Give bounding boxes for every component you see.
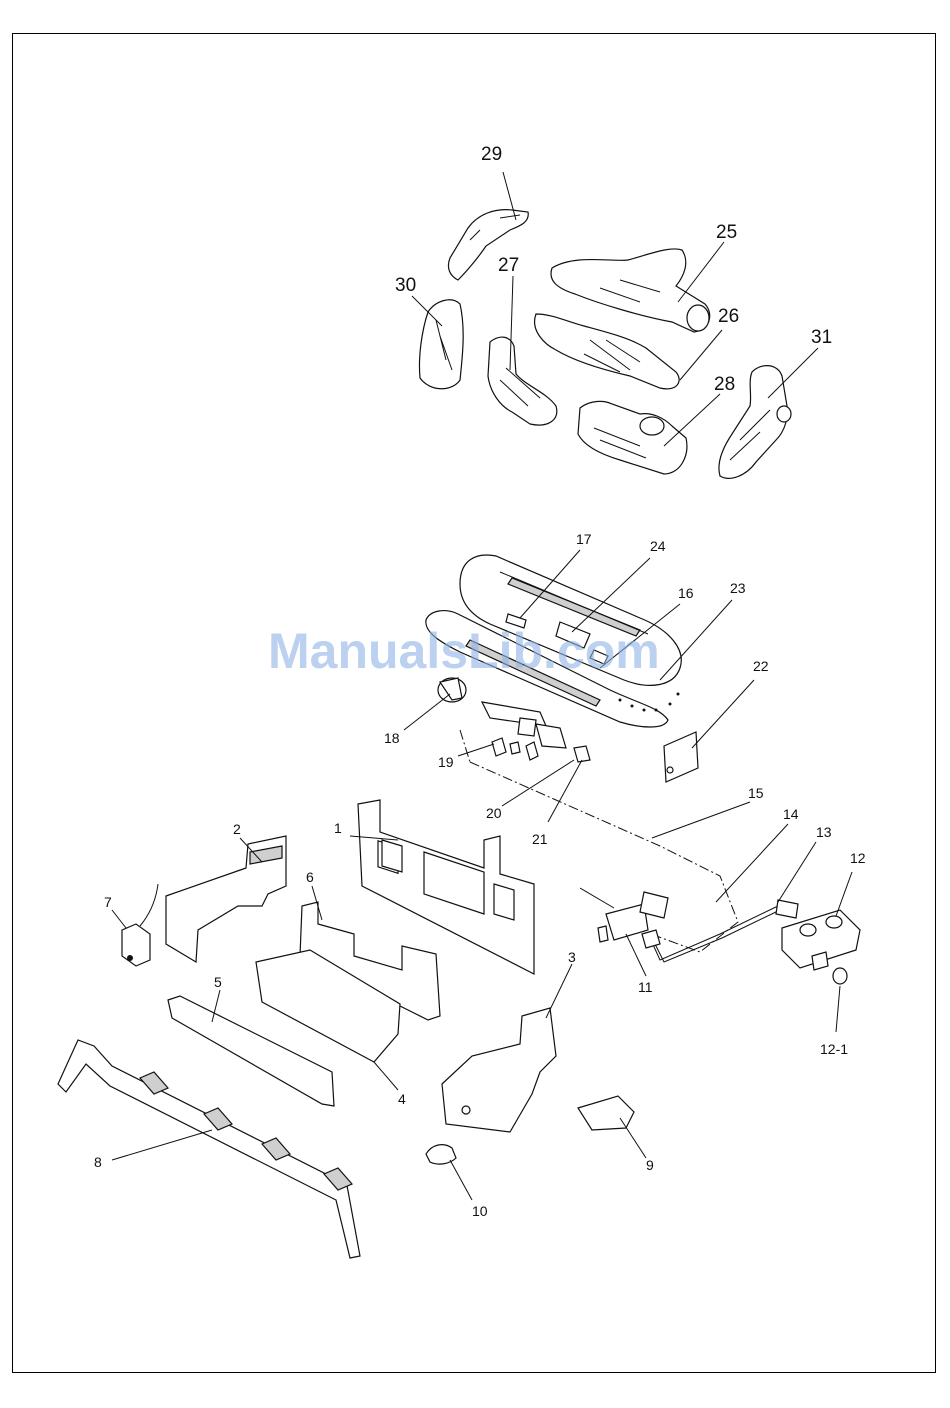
- label-23: 23: [730, 580, 746, 596]
- log-27: [488, 337, 557, 425]
- label-20: 20: [486, 805, 502, 821]
- plate-9: [578, 1096, 634, 1130]
- bracket-7: [122, 884, 158, 966]
- side-bracket-2: [166, 836, 286, 962]
- label-29: 29: [481, 144, 502, 165]
- label-25: 25: [716, 222, 737, 243]
- regulator-12: [782, 910, 860, 970]
- label-12: 12: [850, 850, 866, 866]
- label-9: 9: [646, 1157, 654, 1173]
- fitting-12-1: [833, 968, 847, 984]
- label-27: 27: [498, 255, 519, 276]
- label-16: 16: [678, 585, 694, 601]
- label-28: 28: [714, 374, 735, 395]
- label-4: 4: [398, 1091, 406, 1107]
- label-17: 17: [576, 531, 592, 547]
- label-8: 8: [94, 1154, 102, 1170]
- label-1: 1: [334, 820, 342, 836]
- label-3: 3: [568, 949, 576, 965]
- label-21: 21: [532, 831, 548, 847]
- label-2: 2: [233, 821, 241, 837]
- label-26: 26: [718, 306, 739, 327]
- knob-10: [426, 1145, 456, 1164]
- gas-valve-19: [482, 702, 566, 756]
- label-6: 6: [306, 869, 314, 885]
- log-28: [578, 401, 687, 474]
- side-bracket-3: [442, 1008, 556, 1132]
- label-22: 22: [753, 658, 769, 674]
- label-30: 30: [395, 275, 416, 296]
- air-shutter-18: [438, 678, 466, 702]
- label-19: 19: [438, 754, 454, 770]
- log-26: [535, 314, 680, 389]
- label-11: 11: [638, 979, 653, 995]
- label-15: 15: [748, 785, 764, 801]
- back-panel-1: [358, 800, 534, 974]
- label-10: 10: [472, 1203, 488, 1219]
- watermark: ManualsLib.com: [268, 623, 660, 679]
- label-18: 18: [384, 730, 400, 746]
- plate-22: [664, 732, 698, 782]
- label-31: 31: [811, 327, 832, 348]
- label-14: 14: [783, 806, 799, 822]
- log-25: [551, 249, 710, 332]
- log-30: [419, 300, 463, 389]
- label-12-1: 12-1: [820, 1041, 848, 1057]
- label-7: 7: [104, 894, 112, 910]
- label-5: 5: [214, 974, 222, 990]
- label-13: 13: [816, 824, 832, 840]
- label-24: 24: [650, 538, 666, 554]
